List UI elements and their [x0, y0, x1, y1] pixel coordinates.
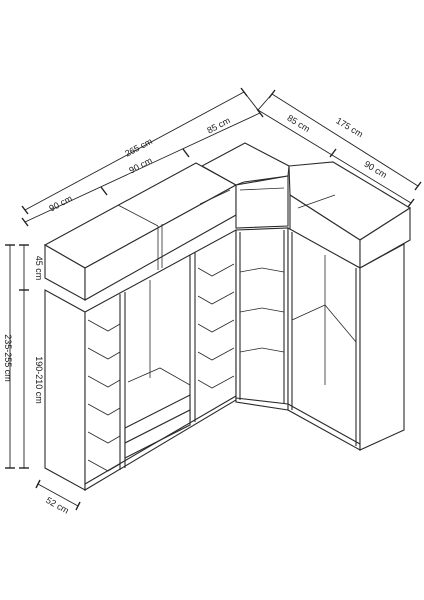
shelf-r2	[197, 291, 235, 305]
corner-shelf-1	[239, 267, 285, 273]
shelf-l4	[87, 403, 121, 416]
dim-line-175	[271, 93, 419, 187]
shelf-r3	[197, 319, 235, 333]
tick	[407, 198, 415, 208]
shelf-r5	[197, 375, 235, 389]
tick	[182, 148, 190, 158]
dim-line-segments	[24, 112, 261, 223]
tick	[100, 186, 108, 196]
label-left-upper: 90 cm	[127, 155, 153, 175]
left-box-top-divider	[117, 204, 159, 227]
corner-body-front	[235, 227, 289, 411]
tick	[329, 148, 337, 158]
right-hanging-rod	[291, 304, 357, 343]
shelf-l3	[87, 375, 121, 388]
left-body	[44, 229, 237, 491]
drawer-bottom	[124, 409, 191, 459]
corner-base	[235, 397, 289, 405]
shelf-l1	[87, 319, 121, 332]
shelf-r4	[197, 347, 235, 361]
right-box-inner	[297, 194, 336, 209]
top-boxes	[43, 142, 412, 301]
tick	[35, 479, 41, 489]
label-total-height: 235-255 cm	[3, 334, 13, 382]
tick	[414, 181, 422, 191]
left-base	[84, 395, 237, 485]
label-right-unit: 90 cm	[362, 159, 388, 180]
corner-top-box	[235, 175, 289, 229]
drawer-top-shelf	[127, 367, 191, 386]
corner-box-inner	[239, 187, 285, 191]
dim-apex	[243, 91, 273, 111]
dim-line-265	[24, 91, 245, 211]
dim-line-right-segments	[257, 109, 412, 204]
corner-shelf-3	[239, 347, 285, 353]
label-top-box-height: 45 cm	[34, 256, 44, 281]
dim-line-depth	[37, 483, 79, 507]
right-body	[287, 227, 405, 451]
tick	[21, 205, 29, 215]
wardrobe-drawing	[43, 142, 412, 491]
corner-body	[235, 227, 289, 411]
label-depth: 52 cm	[44, 495, 70, 516]
corner-shelf-2	[239, 307, 285, 313]
label-left-total: 265 cm	[123, 136, 154, 159]
right-base	[287, 403, 361, 445]
right-box-side	[359, 206, 411, 269]
dimension-lines	[5, 87, 422, 511]
left-end-panel	[44, 289, 86, 491]
tick	[75, 501, 81, 511]
right-end-panel	[359, 243, 405, 451]
shelf-r1	[197, 263, 235, 277]
label-body-height: 190-210 cm	[34, 356, 44, 404]
shelf-l5	[87, 431, 121, 444]
left-box-inner-top	[199, 189, 231, 205]
shelf-l2	[87, 347, 121, 360]
tick	[21, 217, 29, 227]
